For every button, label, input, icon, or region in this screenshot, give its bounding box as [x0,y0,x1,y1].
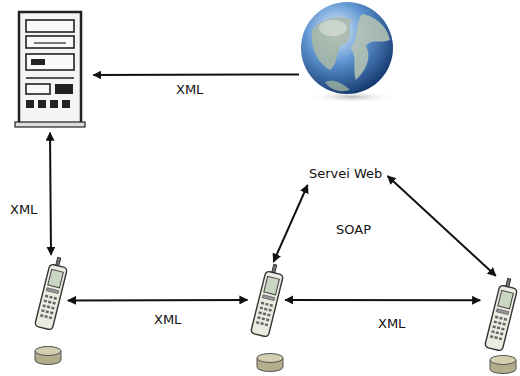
arrow-connector [93,73,299,76]
phone-icon [485,277,520,351]
phone-node [488,284,514,352]
edge-label: XML [152,312,183,328]
arrow-connector [50,133,51,255]
edge-label: XML [376,316,407,332]
phone-node [38,263,64,331]
database-icon [490,356,516,374]
phone-icon [35,256,70,330]
arrow-connector [285,299,480,301]
server-node [15,10,85,128]
edge-label: XML [174,82,205,98]
protocol-label: SOAP [334,222,373,238]
edge-label: XML [8,202,39,218]
database-icon [35,347,61,365]
globe-node [299,2,395,96]
service-node: Servei Web [306,164,386,184]
arrow-connector [274,185,308,262]
phone-node [254,270,280,338]
arrow-connector [388,176,496,276]
globe-icon [301,2,396,103]
server-icon [15,12,85,127]
arrow-connector [68,299,248,301]
node-label: Servei Web [309,166,383,182]
database-icon [257,354,283,372]
phone-icon [251,263,286,337]
